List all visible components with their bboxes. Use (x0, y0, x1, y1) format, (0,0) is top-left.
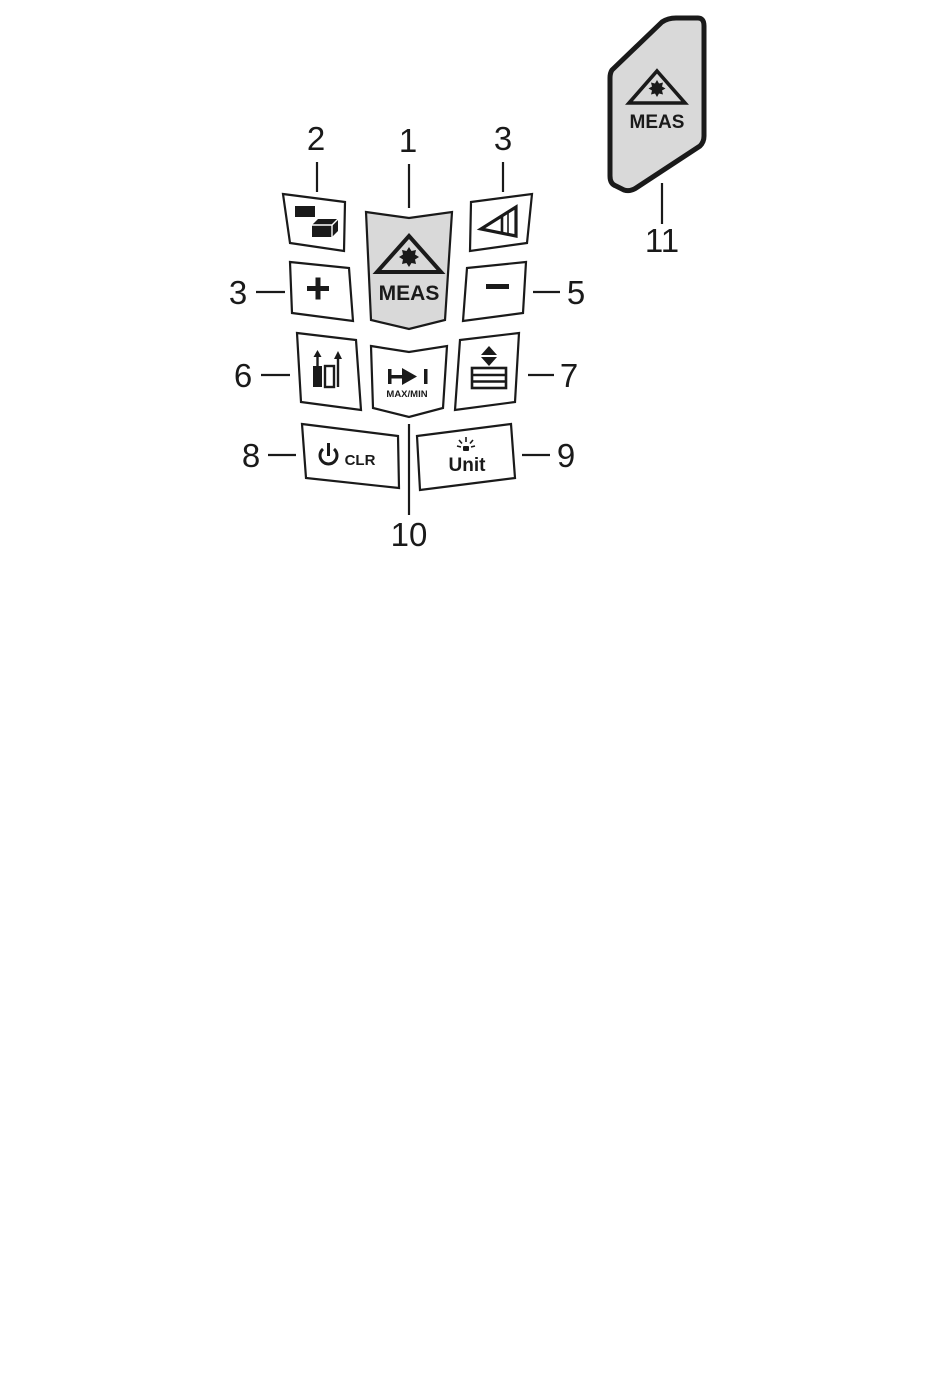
clr-label: CLR (345, 452, 376, 469)
side-meas-label: MEAS (630, 112, 685, 133)
unit-key[interactable]: Unit (417, 424, 515, 490)
callout-7: 7 (560, 357, 578, 394)
plus-key[interactable] (290, 262, 353, 321)
side-meas-key[interactable]: MEAS (610, 18, 704, 191)
callout-10: 10 (391, 516, 428, 553)
callout-9: 9 (557, 437, 575, 474)
callout-11: 11 (645, 222, 679, 259)
pythagoras-key[interactable] (297, 333, 361, 410)
callout-3-top: 3 (494, 120, 512, 157)
area-volume-key[interactable] (283, 194, 345, 251)
callout-1: 1 (399, 122, 417, 159)
reference-key[interactable] (455, 333, 519, 410)
power-clr-key[interactable]: CLR (302, 424, 399, 488)
callout-5: 5 (567, 274, 585, 311)
minus-icon (486, 284, 509, 289)
callout-3-left: 3 (229, 274, 247, 311)
angle-key[interactable] (470, 194, 532, 251)
meas-key[interactable]: MEAS (366, 212, 452, 329)
unit-label: Unit (449, 455, 487, 476)
callout-6: 6 (234, 357, 252, 394)
minus-key[interactable] (463, 262, 526, 321)
meas-key-label: MEAS (379, 282, 440, 305)
continuous-key[interactable]: MAX/MIN (371, 346, 447, 417)
callout-8: 8 (242, 437, 260, 474)
maxmin-label: MAX/MIN (386, 389, 427, 400)
callout-2: 2 (307, 120, 325, 157)
